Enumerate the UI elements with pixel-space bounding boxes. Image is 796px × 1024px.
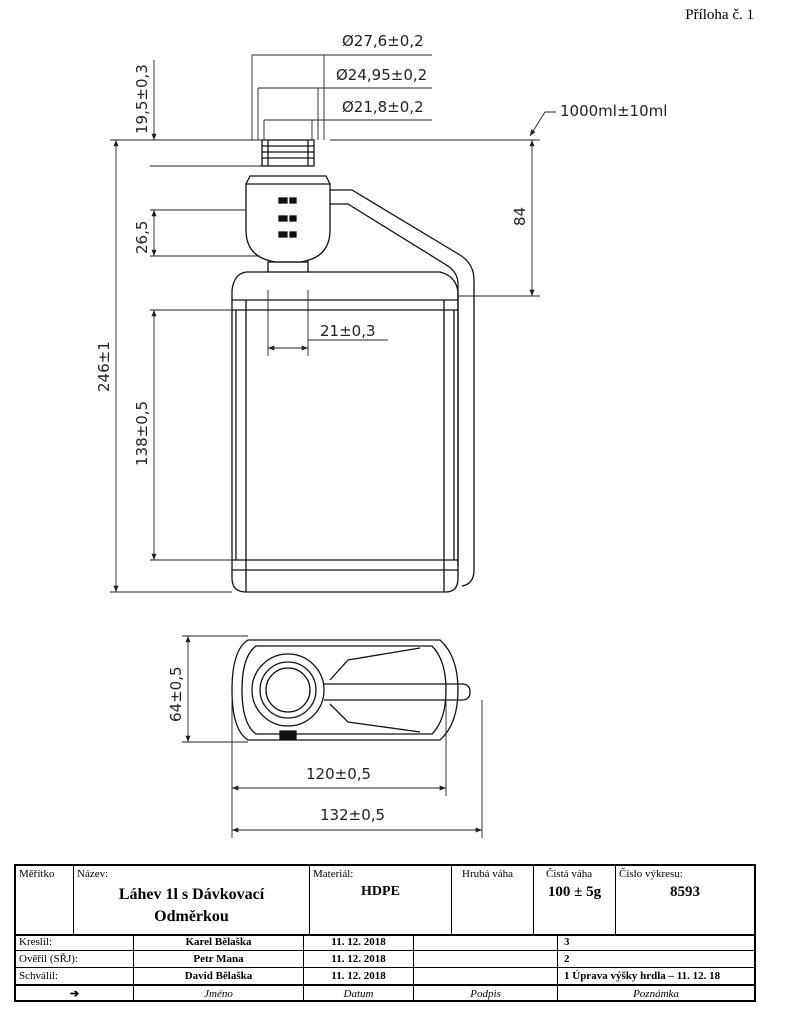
row-drawn-by: Kreslil: Karel Bělaška 11. 12. 2018 3: [16, 934, 754, 951]
dim-total-width: 132±0,5: [320, 806, 385, 824]
title-block: Měřítko Název: Láhev 1l s Dávkovací Odmě…: [14, 864, 756, 1002]
net-weight-cell: Čistá váha 100 ± 5g: [534, 866, 616, 934]
net-weight-value: 100 ± 5g: [547, 884, 602, 900]
signature-cell: [414, 951, 558, 967]
bottle-front-view: [231, 139, 475, 593]
scale-cell: Měřítko: [16, 866, 74, 934]
person-name: David Bělaška: [134, 968, 304, 984]
product-name-line1: Láhev 1l s Dávkovací: [118, 886, 265, 903]
dim-volume: 1000ml±10ml: [560, 102, 667, 120]
material-label: Materiál:: [313, 868, 354, 880]
dim-handle-height: 84: [511, 207, 529, 226]
signature-cell: [414, 934, 558, 950]
role-label: Ověřil (SŘJ):: [16, 951, 134, 967]
drawing-number-label: Číslo výkresu:: [619, 868, 683, 880]
date-value: 11. 12. 2018: [304, 968, 414, 984]
gross-weight-cell: Hrubá váha: [452, 866, 534, 934]
appendix-label: Příloha č. 1: [685, 7, 754, 23]
bottle-top-view: [231, 639, 471, 741]
footer-date-label: Datum: [304, 986, 414, 1002]
dim-depth: 64±0,5: [167, 666, 185, 722]
dim-neck-height: 19,5±0,3: [133, 64, 151, 134]
row-footer: ➔ Jméno Datum Podpis Poznámka: [16, 985, 754, 1002]
footer-note-label: Poznámka: [633, 988, 679, 1000]
role-label: Schválil:: [16, 968, 134, 984]
note-value: 2: [564, 953, 570, 965]
top-dimensions: [182, 635, 483, 838]
material-value: HDPE: [361, 884, 400, 899]
dim-neck-inner-width: 21±0,3: [320, 322, 376, 340]
signature-cell: [414, 968, 558, 984]
scale-label: Měřítko: [19, 868, 55, 880]
person-name: Petr Mana: [134, 951, 304, 967]
dim-body-width: 120±0,5: [306, 765, 371, 783]
note-value: 3: [564, 936, 570, 948]
dim-inner-diameter: Ø21,8±0,2: [342, 98, 424, 116]
footer-sign-label: Podpis: [414, 986, 558, 1002]
date-value: 11. 12. 2018: [304, 951, 414, 967]
drawing-number-value: 8593: [670, 884, 700, 900]
gross-weight-label: Hrubá váha: [462, 868, 514, 880]
row-checked-by: Ověřil (SŘJ): Petr Mana 11. 12. 2018 2: [16, 951, 754, 968]
person-name: Karel Bělaška: [134, 934, 304, 950]
name-cell: Název: Láhev 1l s Dávkovací Odměrkou: [74, 866, 310, 934]
date-value: 11. 12. 2018: [304, 934, 414, 950]
dim-total-height: 246±1: [95, 341, 113, 392]
dim-measure-height: 26,5: [133, 221, 151, 254]
footer-name-label: Jméno: [134, 986, 304, 1002]
net-weight-label: Čistá váha: [546, 868, 593, 880]
material-cell: Materiál: HDPE: [310, 866, 452, 934]
product-name-line2: Odměrkou: [154, 908, 229, 925]
front-dimensions: [110, 54, 556, 593]
arrow-icon: ➔: [16, 986, 134, 1002]
role-label: Kreslil:: [16, 934, 134, 950]
name-label: Název:: [77, 868, 109, 880]
dim-thread-diameter: Ø24,95±0,2: [336, 66, 427, 84]
technical-drawing: Ø27,6±0,2 Ø24,95±0,2 Ø21,8±0,2 1000ml±10…: [95, 32, 667, 838]
note-value: 1 Úprava výšky hrdla – 11. 12. 18: [564, 970, 721, 982]
title-block-header: Měřítko Název: Láhev 1l s Dávkovací Odmě…: [16, 866, 754, 936]
drawing-number-cell: Číslo výkresu: 8593: [616, 866, 754, 934]
dim-outer-diameter: Ø27,6±0,2: [342, 32, 424, 50]
dim-body-height: 138±0,5: [133, 401, 151, 466]
row-approved-by: Schválil: David Bělaška 11. 12. 2018 1 Ú…: [16, 968, 754, 985]
